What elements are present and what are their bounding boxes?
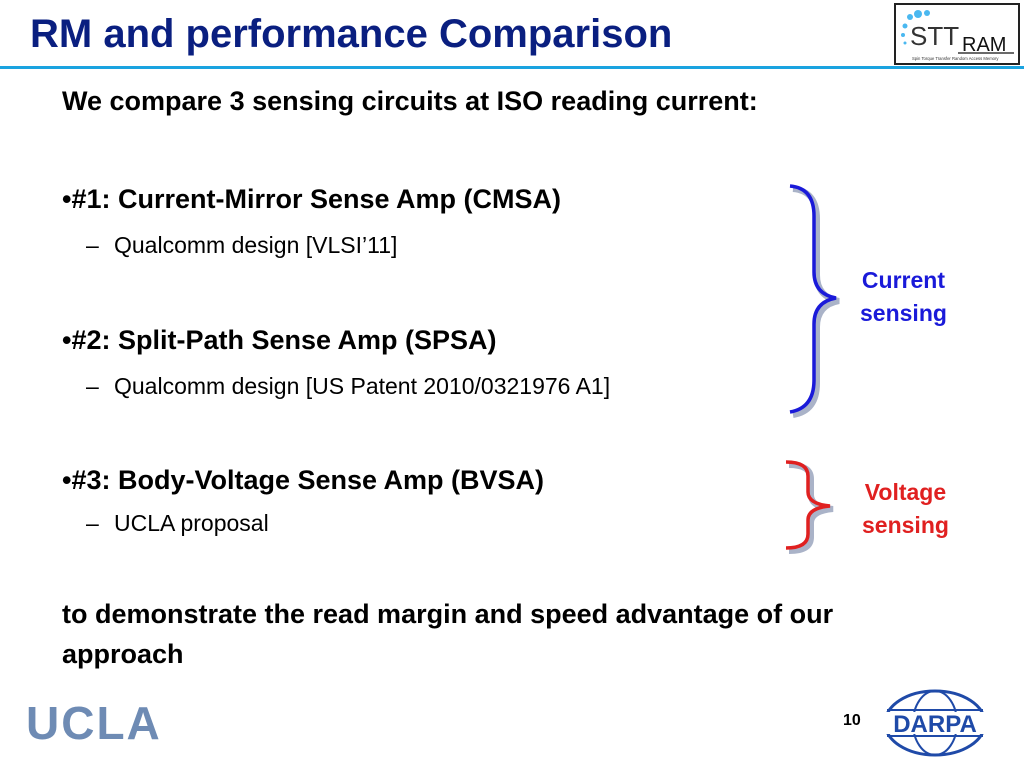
sttram-tagline: Spin Torque Transfer Random Access Memor… [912, 56, 999, 61]
page-number: 10 [843, 712, 861, 729]
item-cmsa: •#1: Current-Mirror Sense Amp (CMSA) [62, 184, 562, 214]
voltage-sensing-line1: Voltage [864, 479, 947, 505]
sttram-logo: STT RAM Spin Torque Transfer Random Acce… [894, 3, 1020, 65]
item-bvsa-sub-text: UCLA proposal [114, 510, 269, 536]
ucla-logo: UCLA [26, 697, 162, 749]
item-spsa-sub-text: Qualcomm design [US Patent 2010/0321976 … [114, 373, 611, 399]
slide-title: RM and performance Comparison [30, 12, 673, 56]
current-sensing-brace [789, 184, 840, 418]
voltage-sensing-line2: sensing [862, 512, 949, 538]
voltage-sensing-brace [785, 460, 834, 554]
item-cmsa-sub: – Qualcomm design [VLSI’11] [86, 232, 398, 259]
darpa-logo: DARPA [874, 689, 996, 757]
item-bvsa: •#3: Body-Voltage Sense Amp (BVSA) [62, 465, 545, 495]
voltage-sensing-label: Voltage sensing [862, 476, 949, 542]
current-sensing-line2: sensing [860, 300, 947, 326]
item-spsa: •#2: Split-Path Sense Amp (SPSA) [62, 325, 497, 355]
sttram-ram-text: RAM [962, 34, 1006, 56]
intro-text: We compare 3 sensing circuits at ISO rea… [62, 86, 758, 116]
current-sensing-line1: Current [861, 267, 945, 293]
item-spsa-sub: – Qualcomm design [US Patent 2010/032197… [86, 373, 611, 400]
sub-dash: – [86, 510, 99, 536]
sub-dash: – [86, 232, 99, 258]
sub-dash: – [86, 373, 99, 399]
title-divider [0, 66, 1024, 69]
outro-text: to demonstrate the read margin and speed… [62, 599, 834, 669]
item-cmsa-sub-text: Qualcomm design [VLSI’11] [114, 232, 398, 258]
current-sensing-label: Current sensing [860, 264, 947, 330]
sttram-stt-text: STT [910, 21, 959, 51]
darpa-text: DARPA [893, 711, 977, 738]
item-bvsa-sub: – UCLA proposal [86, 510, 269, 537]
